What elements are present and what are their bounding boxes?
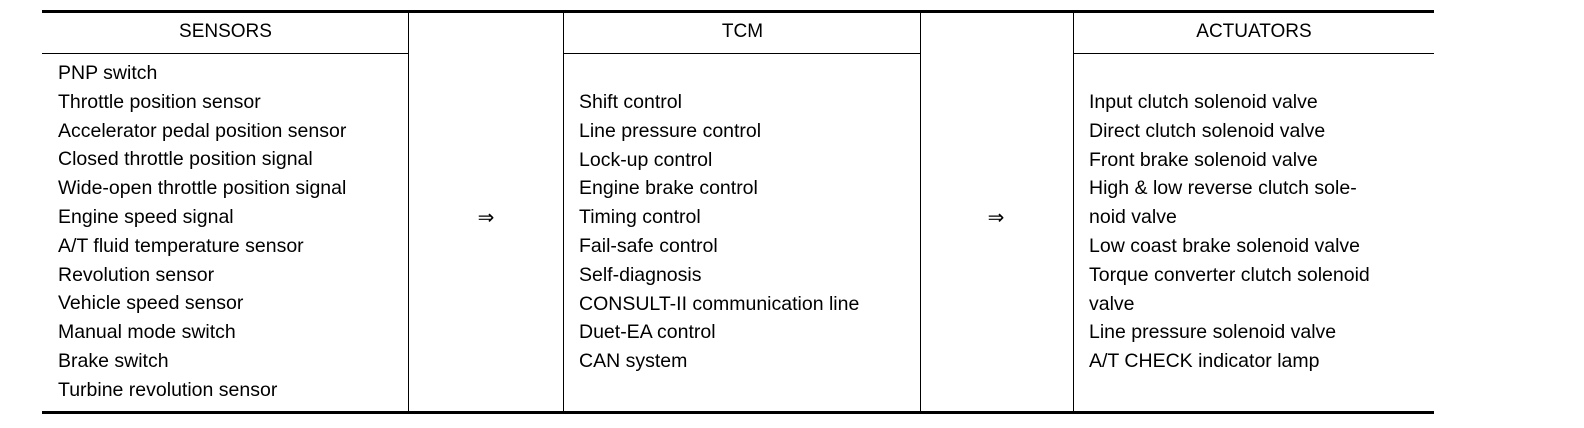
sensors-list: PNP switch Throttle position sensor Acce… (58, 59, 346, 405)
actuator-item: Front brake solenoid valve (1089, 148, 1318, 171)
tcm-function-item: Fail-safe control (579, 234, 718, 257)
actuators-list: Input clutch solenoid valve Direct clutc… (1089, 88, 1370, 376)
sensor-item: Accelerator pedal position sensor (58, 119, 347, 142)
tcm-function-item: CAN system (579, 350, 688, 373)
actuator-item: noid valve (1089, 206, 1177, 229)
sensor-item: Vehicle speed sensor (58, 292, 244, 315)
tcm-function-item: CONSULT-II communication line (579, 292, 860, 315)
actuator-item: High & low reverse clutch sole- (1089, 177, 1357, 200)
sensors-header: SENSORS (179, 21, 272, 42)
tcm-function-item: Self-diagnosis (579, 263, 702, 286)
tcm-function-item: Engine brake control (579, 177, 758, 200)
sensor-item: Throttle position sensor (58, 90, 261, 113)
actuator-item: Input clutch solenoid valve (1089, 91, 1318, 113)
sensor-item: Wide-open throttle position signal (58, 177, 347, 200)
tcm-function-item: Line pressure control (579, 119, 762, 142)
sensor-item: Brake switch (58, 349, 169, 372)
actuator-item: Direct clutch solenoid valve (1089, 119, 1326, 142)
sensors-header-rule (42, 53, 409, 54)
tcm-function-item: Shift control (579, 91, 682, 113)
column-divider-4 (1073, 13, 1074, 411)
actuators-header-rule (1074, 53, 1434, 54)
actuator-item: Line pressure solenoid valve (1089, 321, 1337, 344)
tcm-function-item: Duet-EA control (579, 321, 716, 344)
sensor-item: A/T fluid temperature sensor (58, 234, 304, 257)
tcm-header: TCM (721, 21, 764, 42)
actuator-item: Torque converter clutch solenoid (1089, 263, 1370, 286)
sensor-item: Engine speed signal (58, 205, 234, 228)
column-divider-1 (408, 13, 409, 411)
sensor-item: Closed throttle position signal (58, 148, 313, 171)
sensor-item: Manual mode switch (58, 321, 236, 344)
actuator-item: Low coast brake solenoid valve (1089, 234, 1360, 257)
sensor-item: Turbine revolution sensor (58, 378, 278, 401)
tcm-function-item: Timing control (579, 206, 701, 229)
actuators-header: ACTUATORS (1196, 21, 1312, 42)
sensor-item: PNP switch (58, 62, 158, 84)
tcm-header-rule (564, 53, 921, 54)
right-arrow-icon: ⇒ (987, 207, 1005, 229)
actuator-item: valve (1089, 292, 1135, 315)
actuator-item: A/T CHECK indicator lamp (1089, 350, 1320, 373)
sensor-item: Revolution sensor (58, 263, 215, 286)
column-divider-3 (920, 13, 921, 411)
tcm-function-item: Lock-up control (579, 148, 713, 171)
right-arrow-icon: ⇒ (477, 207, 495, 229)
system-diagram-table: SENSORS TCM ACTUATORS PNP switch Throttl… (42, 10, 1434, 414)
tcm-functions-list: Shift control Line pressure control Lock… (579, 88, 859, 376)
column-divider-2 (563, 13, 564, 411)
